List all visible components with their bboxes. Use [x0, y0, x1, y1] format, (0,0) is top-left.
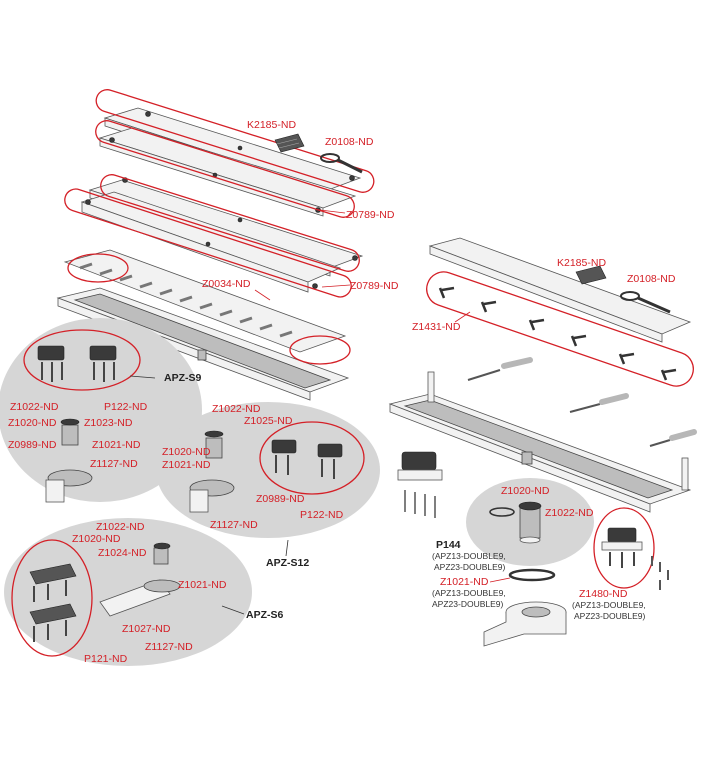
lifting-key-icon-right: [620, 291, 671, 314]
z1480-brackets: Z1480-ND (APZ13-DOUBLE9, APZ23-DOUBLE9): [572, 507, 669, 621]
s9-label-6: Z1127-ND: [90, 458, 138, 470]
s6-label-6: Z1127-ND: [145, 641, 193, 653]
seal-kit-icon: [274, 133, 305, 153]
right-channel-stack: K2185-ND Z0108-ND Z1431-ND: [388, 237, 697, 518]
right-channel-body: [388, 371, 692, 513]
s9-trap: [45, 418, 93, 503]
highlight-frame-bar-fourth: [64, 188, 352, 298]
label-z0108-top: Z0108-ND: [325, 136, 374, 148]
frame-bar-fourth: [80, 191, 342, 293]
highlight-frame-bar-third: [100, 174, 360, 272]
label-z0108-right: Z0108-ND: [627, 273, 676, 285]
z1021-right-model-2: APZ23-DOUBLE9): [432, 599, 503, 609]
lifting-key-icon: [320, 153, 363, 174]
s12-label-6: Z1127-ND: [210, 519, 258, 531]
z1021-right-model-1: (APZ13-DOUBLE9,: [432, 588, 506, 598]
highlight-s12-brackets: [259, 421, 365, 495]
leveling-feet: [438, 286, 677, 381]
highlight-s6-brackets: [11, 539, 93, 657]
label-z0789-a: Z0789-ND: [346, 209, 395, 221]
z1480-label: Z1480-ND: [579, 588, 628, 600]
p144-model-2: APZ23-DOUBLE9): [434, 562, 505, 572]
s12-label-7: P122-ND: [300, 509, 344, 521]
s6-label-1: Z1022-ND: [96, 521, 145, 533]
highlight-frame-bar-top: [95, 89, 375, 193]
grate: [63, 249, 347, 353]
label-z1431: Z1431-ND: [412, 321, 461, 333]
s12-label-4: Z1021-ND: [162, 459, 211, 471]
s6-label-3: Z1024-ND: [98, 547, 147, 559]
highlight-z1480: [593, 507, 655, 589]
right-channel-bracket: [397, 451, 443, 518]
s9-label-4: Z0989-ND: [8, 439, 57, 451]
s9-label-7: P122-ND: [104, 401, 148, 413]
kit-name-apz-s12: APZ-S12: [266, 557, 309, 569]
s12-trap: [189, 430, 235, 513]
s6-label-4: Z1021-ND: [178, 579, 227, 591]
s6-label-7: P121-ND: [84, 653, 128, 665]
bubble-apz-s9: [0, 318, 202, 502]
seal-kit-icon-right: [575, 265, 607, 285]
kit-name-apz-s6: APZ-S6: [246, 609, 284, 621]
highlight-grate-right-end: [289, 335, 351, 365]
s6-brackets: [29, 563, 77, 642]
s12-label-2: Z1025-ND: [244, 415, 293, 427]
kit-apz-s12: Z1022-ND Z1025-ND Z1020-ND Z1021-ND Z098…: [156, 402, 380, 569]
kit-apz-s9: APZ-S9 Z1022-ND Z1020-ND Z1023-ND Z0989-…: [0, 318, 202, 503]
kit-apz-s6: Z1022-ND Z1020-ND Z1024-ND Z1021-ND Z102…: [4, 518, 284, 666]
label-k2185-right: K2185-ND: [557, 257, 606, 269]
highlight-grate-left-end: [67, 253, 129, 283]
kit-p144: Z1020-ND Z1022-ND P144 (APZ13-DOUBLE9, A…: [432, 478, 594, 572]
label-z0034: Z0034-ND: [202, 278, 251, 290]
label-k2185-top: K2185-ND: [247, 119, 296, 131]
z1480-model-1: (APZ13-DOUBLE9,: [572, 600, 646, 610]
highlight-s9-brackets: [23, 329, 141, 391]
kit-name-p144: P144: [436, 539, 461, 551]
label-z0789-b: Z0789-ND: [350, 280, 399, 292]
s6-label-5: Z1027-ND: [122, 623, 171, 635]
s6-label-2: Z1020-ND: [72, 533, 121, 545]
z1021-right-trap: Z1021-ND (APZ13-DOUBLE9, APZ23-DOUBLE9): [432, 568, 567, 647]
p144-parts: [489, 501, 542, 544]
p144-label-2: Z1022-ND: [545, 507, 594, 519]
s9-brackets: [37, 345, 117, 382]
s6-trap: [99, 542, 181, 617]
s12-label-5: Z0989-ND: [256, 493, 305, 505]
kit-name-apz-s9: APZ-S9: [164, 372, 202, 384]
s12-label-3: Z1020-ND: [162, 446, 211, 458]
highlight-leveling-feet: [426, 271, 694, 387]
s12-label-1: Z1022-ND: [212, 403, 261, 415]
highlight-frame-bar-second: [95, 120, 355, 218]
right-frame-bar: [428, 237, 692, 343]
z1021-right-label: Z1021-ND: [440, 576, 489, 588]
s12-brackets: [271, 439, 343, 479]
p144-label-1: Z1020-ND: [501, 485, 550, 497]
z1480-model-2: APZ23-DOUBLE9): [574, 611, 645, 621]
anchor-screws: [467, 357, 697, 447]
s9-label-2: Z1020-ND: [8, 417, 57, 429]
p144-model-1: (APZ13-DOUBLE9,: [432, 551, 506, 561]
frame-bar-second: [98, 127, 357, 217]
s9-label-1: Z1022-ND: [10, 401, 59, 413]
s9-label-5: Z1021-ND: [92, 439, 141, 451]
s9-label-3: Z1023-ND: [84, 417, 133, 429]
